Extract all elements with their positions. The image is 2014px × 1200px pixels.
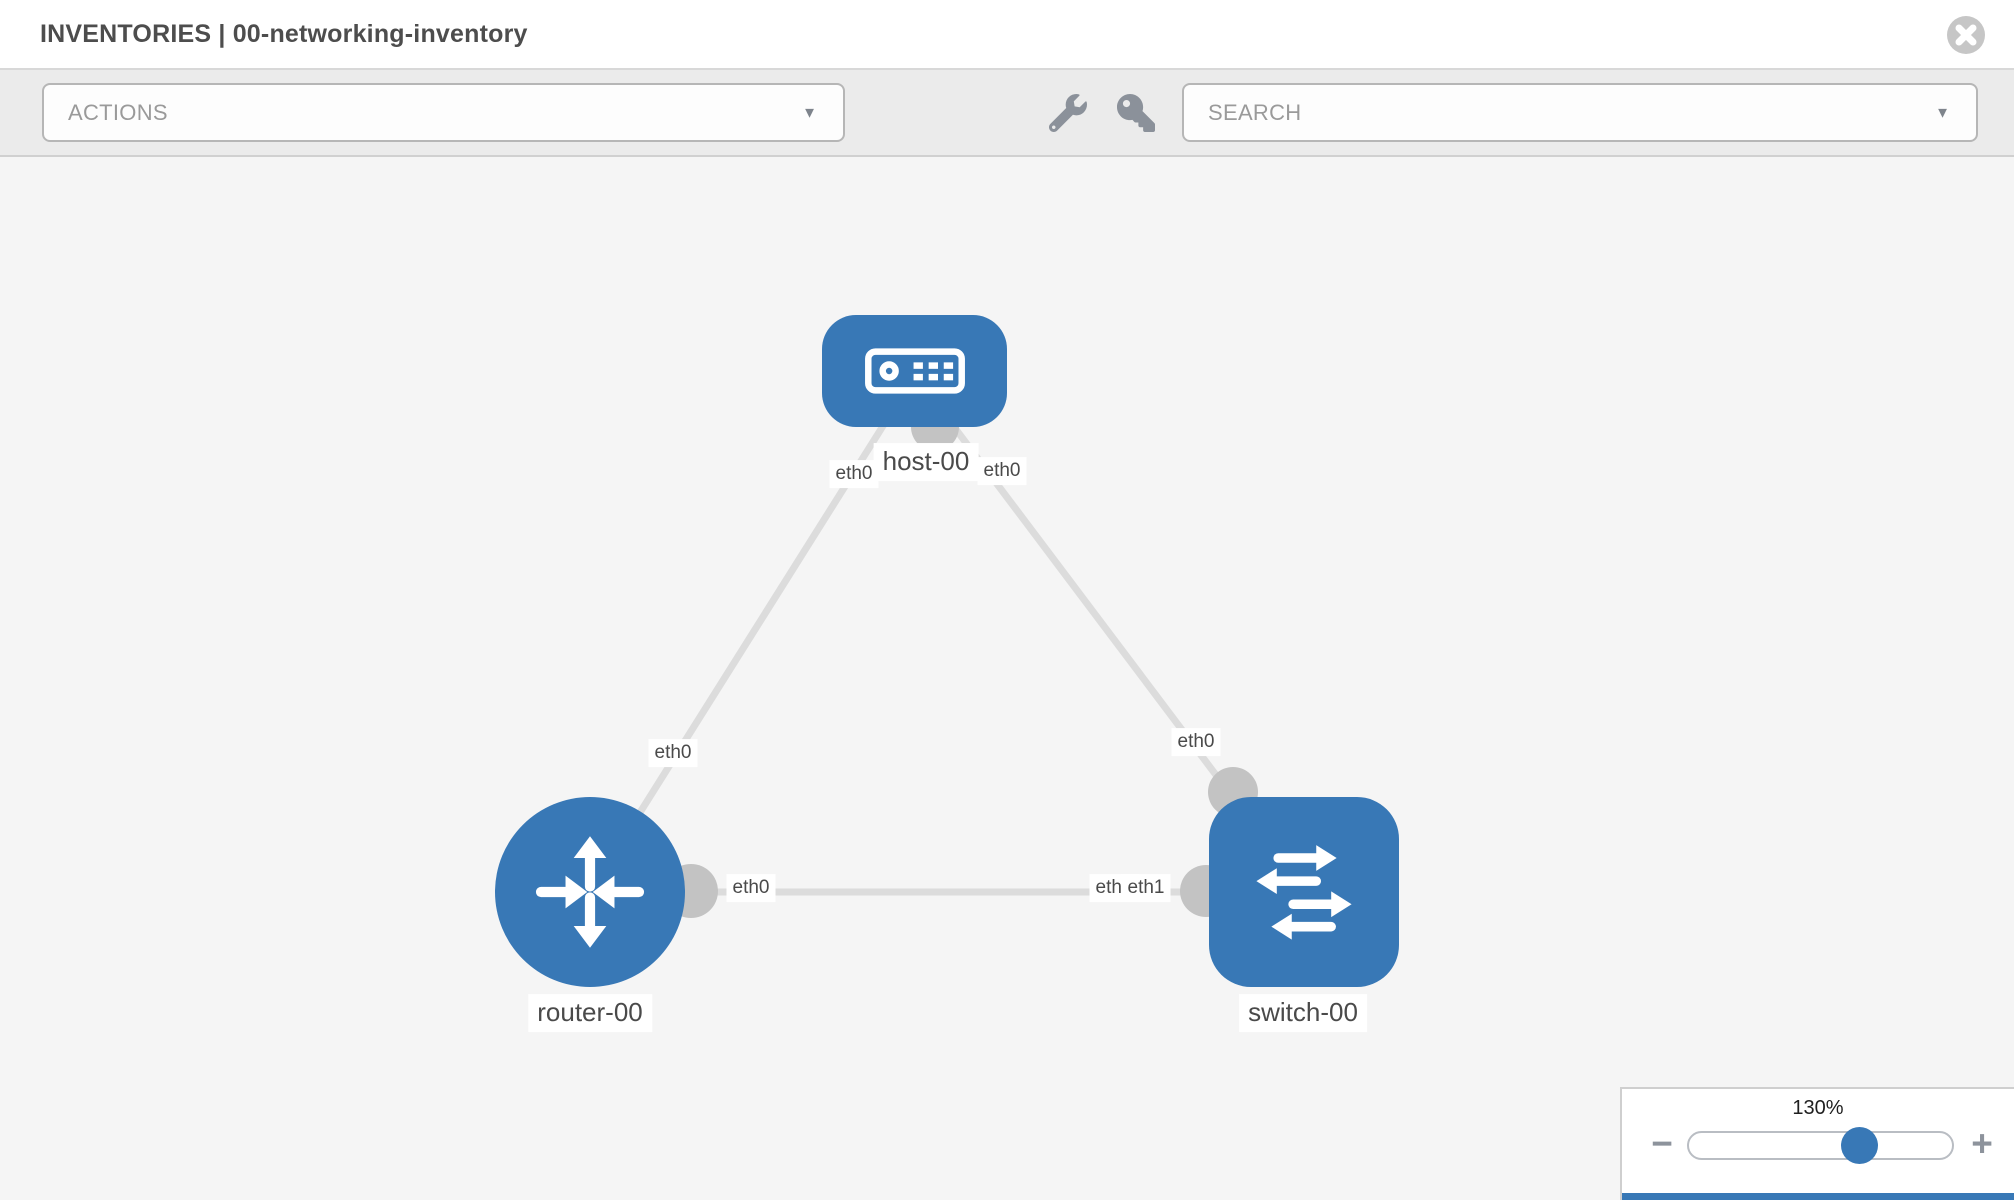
zoom-out-button[interactable]: − — [1642, 1122, 1682, 1166]
node-router-00[interactable] — [495, 797, 685, 987]
node-label-host: host-00 — [873, 443, 979, 481]
zoom-in-button[interactable]: + — [1962, 1122, 2002, 1166]
iface-label-router-eth0-uplink: eth0 — [648, 739, 698, 767]
zoom-slider-handle[interactable] — [1841, 1127, 1878, 1164]
chevron-down-icon: ▼ — [1935, 104, 1950, 121]
host-icon — [864, 348, 965, 394]
zoom-slider-track[interactable] — [1687, 1131, 1954, 1160]
iface-label-switch-eth0-uplink: eth0 — [1171, 728, 1221, 756]
switch-icon — [1256, 845, 1352, 940]
node-label-router: router-00 — [528, 994, 652, 1032]
page-title: INVENTORIES | 00-networking-inventory — [40, 19, 528, 48]
close-icon — [1947, 16, 1985, 54]
actions-dropdown[interactable]: ACTIONS ▼ — [42, 83, 845, 142]
node-switch-00[interactable] — [1209, 797, 1399, 987]
close-button[interactable] — [1946, 15, 1986, 55]
zoom-panel-accent-strip — [1622, 1193, 2014, 1200]
node-label-switch: switch-00 — [1239, 994, 1367, 1032]
toolbar: ACTIONS ▼ SEARCH ▼ — [0, 70, 2014, 157]
node-host-00[interactable] — [822, 315, 1007, 427]
iface-label-switch-eth1: eth1 — [1121, 874, 1171, 902]
chevron-down-icon: ▼ — [802, 104, 817, 121]
iface-label-router-eth0: eth0 — [726, 874, 776, 902]
header: INVENTORIES | 00-networking-inventory — [0, 0, 2014, 70]
key-icon[interactable] — [1117, 94, 1155, 132]
wrench-icon[interactable] — [1048, 94, 1087, 133]
actions-dropdown-label: ACTIONS — [68, 99, 168, 125]
zoom-percent-value: 130% — [1792, 1097, 1844, 1119]
zoom-control-panel: 130% − + — [1620, 1087, 2014, 1200]
search-dropdown[interactable]: SEARCH ▼ — [1182, 83, 1978, 142]
search-dropdown-label: SEARCH — [1208, 99, 1302, 125]
iface-label-host-eth0-right: eth0 — [977, 457, 1027, 485]
router-icon — [535, 836, 645, 948]
iface-label-host-eth0-left: eth0 — [829, 460, 879, 488]
